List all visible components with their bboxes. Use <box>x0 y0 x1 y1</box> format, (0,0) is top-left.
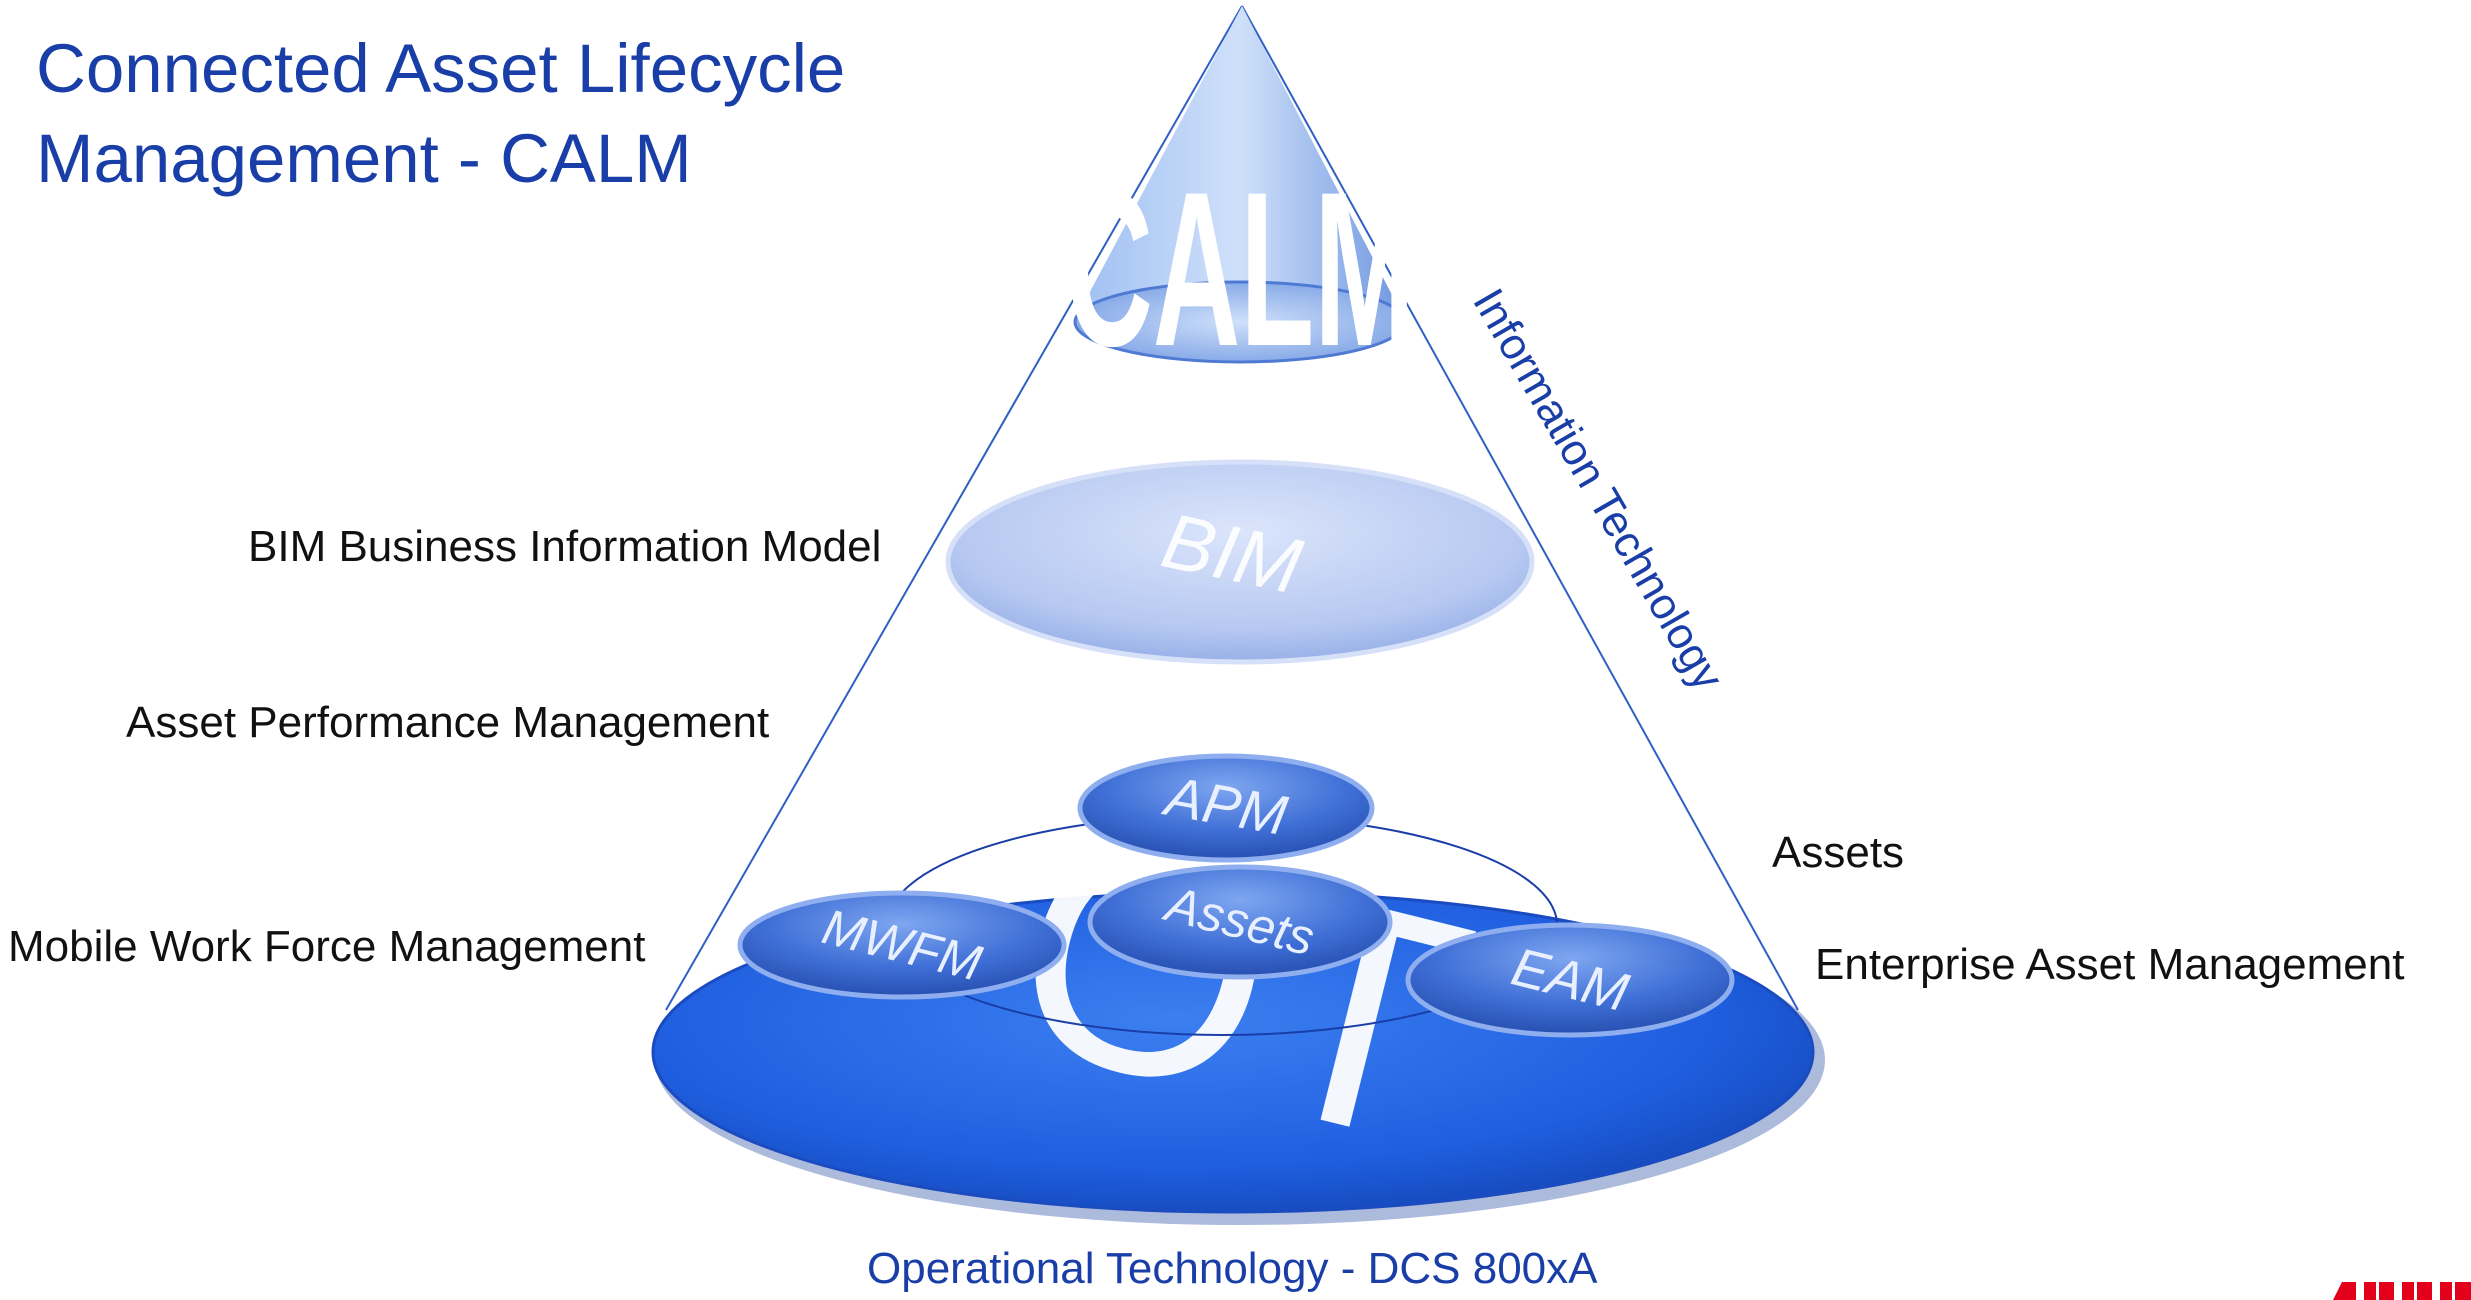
assets-disk <box>1087 864 1393 980</box>
calm-apex-base <box>1073 280 1407 364</box>
title-line-1: Connected Asset Lifecycle <box>36 30 846 107</box>
bim-label: BIM Business Information Model <box>248 522 882 571</box>
apm-label: Asset Performance Management <box>126 698 770 747</box>
title-line-2: Management - CALM <box>36 120 692 197</box>
eam-disk <box>1405 922 1735 1038</box>
cone-right-edge <box>1241 5 1799 1011</box>
cone-left-edge <box>665 5 1243 1011</box>
slide-title: Connected Asset Lifecycle Management - C… <box>36 24 845 204</box>
calm-apex-label: CALM <box>1066 145 1415 392</box>
mwfm-label: Mobile Work Force Management <box>8 922 646 971</box>
bim-disk <box>945 459 1535 665</box>
apm-disk <box>1077 753 1375 863</box>
mwfm-disk <box>737 890 1067 1000</box>
abb-logo <box>2318 1282 2471 1300</box>
information-technology-label: Information Technology <box>1463 281 1733 699</box>
calm-apex-cone <box>1076 6 1404 318</box>
assets-label: Assets <box>1772 828 1905 877</box>
eam-label: Enterprise Asset Management <box>1815 940 2405 989</box>
operational-technology-label: Operational Technology - DCS 800xA <box>867 1244 1598 1293</box>
